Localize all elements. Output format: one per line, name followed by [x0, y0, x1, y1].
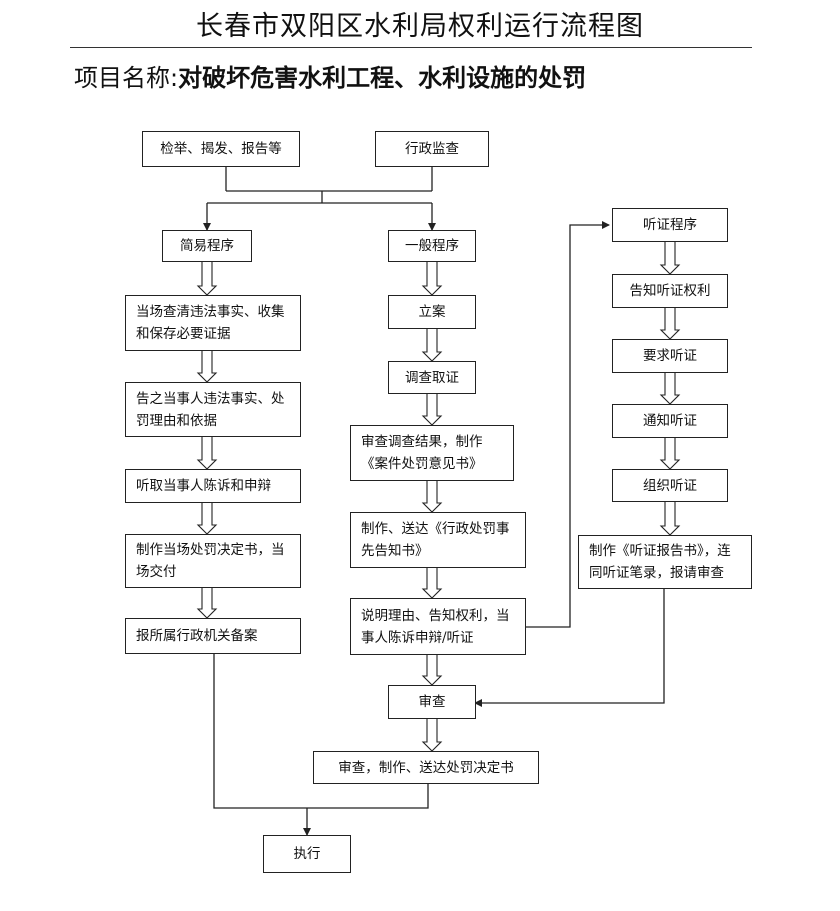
step-simple-4: 制作当场处罚决定书，当场交付 — [125, 534, 301, 588]
hollow-arrow — [421, 566, 443, 599]
page-title: 长春市双阳区水利局权利运行流程图 — [196, 11, 644, 42]
hollow-arrow — [659, 240, 681, 275]
connector-simple-to-execute — [213, 653, 307, 809]
project-title: 对破坏危害水利工程、水利设施的处罚 — [178, 63, 587, 92]
hollow-arrow — [421, 327, 443, 362]
step-hearing-3: 通知听证 — [612, 404, 728, 438]
step-report: 检举、揭发、报告等 — [142, 131, 300, 167]
step-general-1: 立案 — [388, 295, 476, 329]
hollow-arrow — [659, 371, 681, 405]
step-supervision: 行政监查 — [375, 131, 489, 167]
hollow-arrow — [196, 260, 218, 296]
step-general-2: 调查取证 — [388, 361, 476, 394]
hollow-arrow — [421, 479, 443, 513]
arrow-hearing-to-review — [474, 588, 665, 707]
project-label: 项目名称 — [74, 64, 170, 92]
hollow-arrows — [196, 240, 681, 752]
hollow-arrow — [421, 260, 443, 296]
step-hearing-2: 要求听证 — [612, 339, 728, 373]
step-general-program: 一般程序 — [388, 230, 476, 262]
hollow-arrow — [659, 306, 681, 340]
hollow-arrow — [196, 501, 218, 535]
step-simple-3: 听取当事人陈诉和申辩 — [125, 469, 301, 503]
hollow-arrow — [196, 586, 218, 619]
arrow-to-hearing — [526, 221, 610, 628]
step-hearing-1: 告知听证权利 — [612, 274, 728, 308]
hollow-arrow — [421, 717, 443, 752]
step-general-4: 制作、送达《行政处罚事先告知书》 — [350, 512, 526, 568]
title-divider — [70, 47, 752, 48]
step-hearing-program: 听证程序 — [612, 208, 728, 242]
step-execute: 执行 — [263, 835, 351, 873]
step-simple-program: 简易程序 — [162, 230, 252, 262]
step-hearing-5: 制作《听证报告书》，连同听证笔录，报请审查 — [578, 535, 752, 589]
hollow-arrow — [659, 436, 681, 470]
project-colon: : — [170, 64, 179, 92]
step-review: 审查 — [388, 685, 476, 719]
project-name: 项目名称:对破坏危害水利工程、水利设施的处罚 — [74, 58, 586, 93]
connector-decide-to-execute — [307, 783, 429, 809]
step-general-3: 审查调查结果，制作《案件处罚意见书》 — [350, 425, 514, 481]
hollow-arrow — [421, 653, 443, 686]
hollow-arrow — [421, 392, 443, 426]
step-hearing-4: 组织听证 — [612, 469, 728, 502]
step-simple-1: 当场查清违法事实、收集和保存必要证据 — [125, 295, 301, 351]
step-decide: 审查，制作、送达处罚决定书 — [313, 751, 539, 784]
step-simple-5: 报所属行政机关备案 — [125, 618, 301, 654]
hollow-arrow — [196, 435, 218, 470]
step-general-5: 说明理由、告知权利，当事人陈诉申辩/听证 — [350, 598, 526, 655]
step-simple-2: 告之当事人违法事实、处罚理由和依据 — [125, 382, 301, 437]
hollow-arrow — [659, 500, 681, 536]
hollow-arrow — [196, 349, 218, 383]
